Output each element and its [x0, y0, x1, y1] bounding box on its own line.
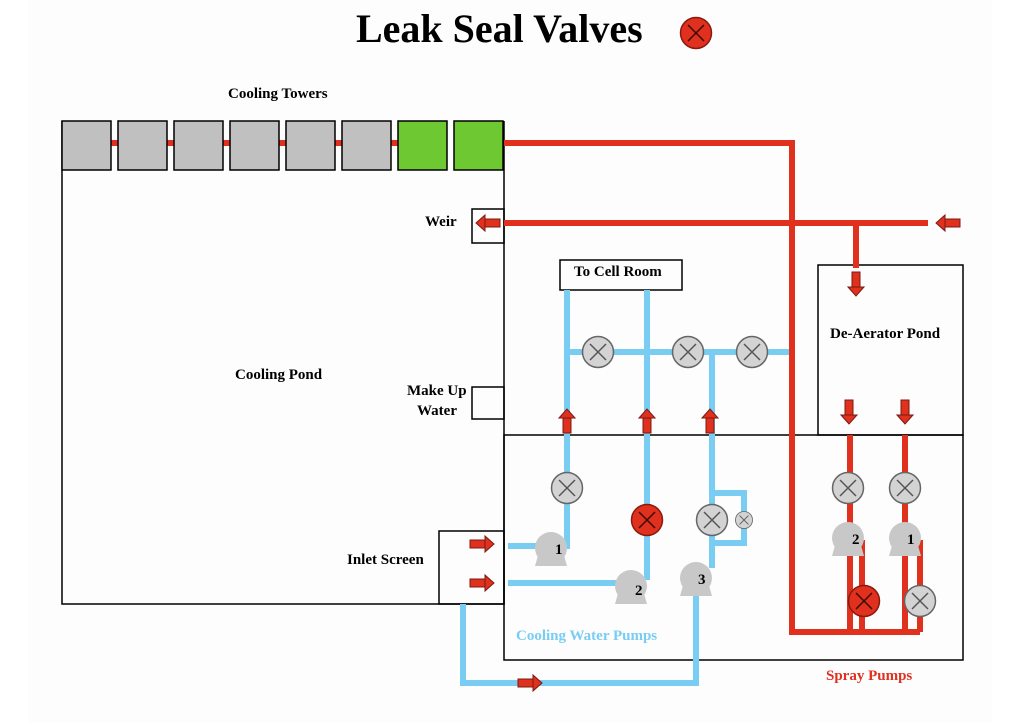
to-cell-room-box [559, 259, 683, 291]
pumps-enclosure [503, 434, 964, 661]
pump-number: 3 [698, 572, 706, 588]
de-aerator-pond-box [817, 264, 964, 436]
cw-pump3-bypass-valve[interactable] [735, 511, 753, 529]
de-aerator-inlet-arrow-icon [847, 271, 865, 297]
cooling-water-pump-1[interactable]: 1 [535, 532, 567, 566]
cell-room-up-arrow-1-icon [558, 408, 576, 434]
cell-room-up-arrow-2-icon [638, 408, 656, 434]
spray-inlet-arrow-icon [935, 214, 961, 232]
pump-number: 1 [907, 532, 915, 548]
pump-number: 2 [852, 532, 860, 548]
cooling-tower-cell-1[interactable] [61, 120, 112, 171]
cooling-tower-cell-8[interactable] [453, 120, 504, 171]
cooling-towers [61, 120, 504, 171]
cw-pump2-valve-closed[interactable] [630, 503, 664, 537]
cooling-pond-label: Cooling Pond [235, 367, 323, 383]
de-aerator-outlet-arrow-1-icon [840, 399, 858, 425]
return-flow-arrow-icon [517, 674, 543, 692]
pump-number: 2 [635, 583, 643, 599]
spray-valve-bottom-right[interactable] [903, 584, 937, 618]
cw-pump1-valve[interactable] [550, 471, 584, 505]
make-up-water-box [471, 386, 505, 420]
cell-room-valve-2[interactable] [671, 335, 705, 369]
spray-pumps-label: Spray Pumps [826, 668, 913, 684]
make-up-water-label-line2: Water [417, 403, 457, 419]
weir-label: Weir [425, 214, 457, 230]
spray-pump-1[interactable]: 1 [889, 522, 921, 556]
cooling-towers-label: Cooling Towers [228, 86, 328, 102]
pump-number: 1 [555, 542, 563, 558]
spray-valve-top-left[interactable] [831, 471, 865, 505]
pumps: 1 2 3 2 1 [535, 522, 921, 604]
enclosures [61, 121, 964, 661]
cooling-pond-outline [61, 121, 505, 605]
cooling-tower-cell-7[interactable] [397, 120, 448, 171]
valves [550, 16, 937, 618]
title-legend-valve-icon [679, 16, 713, 50]
de-aerator-pond-label: De-Aerator Pond [830, 326, 941, 342]
inlet-screen-arrow-1-icon [469, 535, 495, 553]
spray-valve-bottom-left-closed[interactable] [847, 584, 881, 618]
cooling-tower-cell-2[interactable] [117, 120, 168, 171]
cooling-tower-cell-3[interactable] [173, 120, 224, 171]
to-cell-room-label: To Cell Room [574, 264, 662, 280]
page-title: Leak Seal Valves [356, 6, 643, 51]
cooling-water-pump-3[interactable]: 3 [680, 562, 712, 596]
cell-room-up-arrow-3-icon [701, 408, 719, 434]
weir-flow-arrow-icon [475, 214, 501, 232]
cw-pump3-valve[interactable] [695, 503, 729, 537]
cooling-water-pump-2[interactable]: 2 [615, 570, 647, 604]
inlet-screen-label: Inlet Screen [347, 552, 424, 568]
make-up-water-label-line1: Make Up [407, 383, 467, 399]
cooling-tower-cell-4[interactable] [229, 120, 280, 171]
spray-pump-2[interactable]: 2 [832, 522, 864, 556]
cooling-water-pumps-label: Cooling Water Pumps [516, 628, 658, 644]
cell-room-valve-3[interactable] [735, 335, 769, 369]
cooling-tower-cell-5[interactable] [285, 120, 336, 171]
de-aerator-outlet-arrow-2-icon [896, 399, 914, 425]
cooling-tower-cell-6[interactable] [341, 120, 392, 171]
cell-room-valve-1[interactable] [581, 335, 615, 369]
inlet-screen-arrow-2-icon [469, 574, 495, 592]
spray-valve-top-right[interactable] [888, 471, 922, 505]
